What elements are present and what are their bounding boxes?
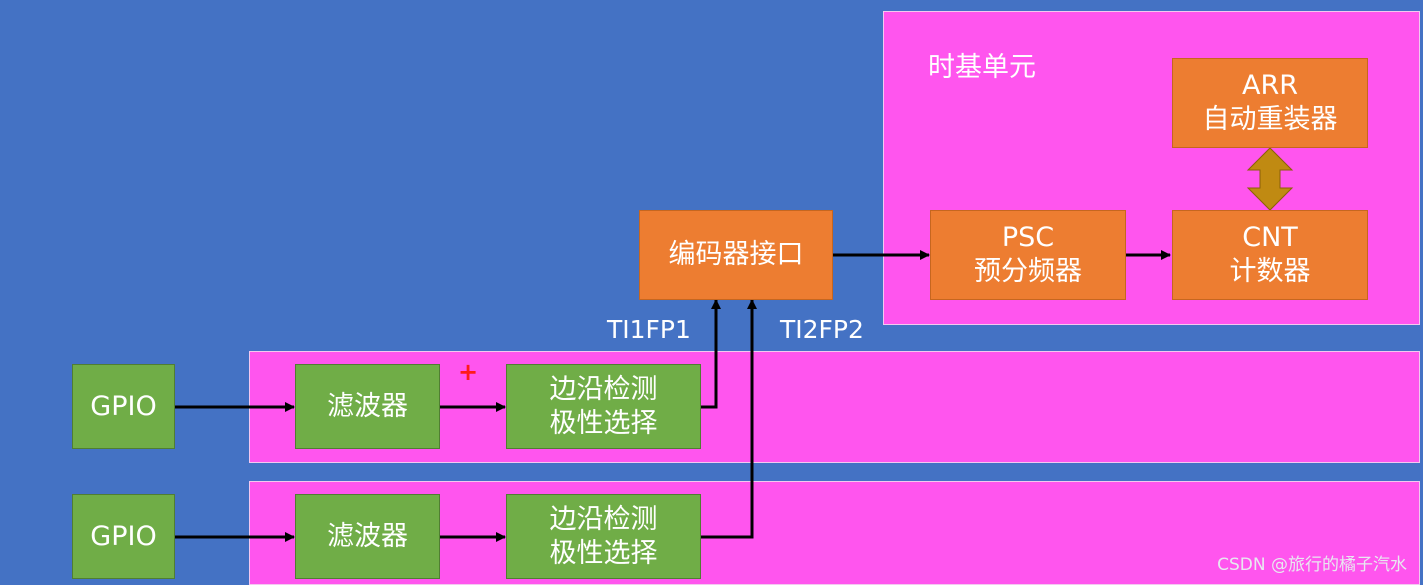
encoder-interface-block: 编码器接口 <box>639 210 833 300</box>
psc-label: PSC <box>1001 222 1055 253</box>
edge-detect1-line2: 极性选择 <box>549 407 658 439</box>
psc-block: PSC 预分频器 <box>930 210 1126 300</box>
arr-block: ARR 自动重装器 <box>1172 58 1368 148</box>
gpio1-label: GPIO <box>90 390 157 422</box>
cnt-label: CNT <box>1242 222 1298 253</box>
gpio2-label: GPIO <box>90 520 157 552</box>
double-arrow-arr-cnt <box>1246 147 1294 211</box>
edge-detect2-line2: 极性选择 <box>549 537 658 569</box>
arrow-ti1fp1 <box>701 299 721 409</box>
edge-detect1-line1: 边沿检测 <box>549 373 658 405</box>
edge-detect2-block: 边沿检测 极性选择 <box>506 494 701 579</box>
ti1fp1-label: TI1FP1 <box>607 315 691 344</box>
arrow-ti2fp2 <box>701 299 757 539</box>
cursor-cross-icon: + <box>458 358 479 386</box>
filter1-block: 滤波器 <box>295 364 440 449</box>
watermark: CSDN @旅行的橘子汽水 <box>1217 555 1407 575</box>
filter2-label: 滤波器 <box>327 520 408 552</box>
encoder-interface-label: 编码器接口 <box>668 239 804 270</box>
cnt-description: 计数器 <box>1229 256 1311 287</box>
ti2fp2-label: TI2FP2 <box>780 315 864 344</box>
psc-description: 预分频器 <box>974 256 1082 287</box>
filter1-label: 滤波器 <box>327 390 408 422</box>
time-base-title: 时基单元 <box>928 52 1036 83</box>
cnt-block: CNT 计数器 <box>1172 210 1368 300</box>
gpio1-block: GPIO <box>72 364 175 449</box>
arr-label: ARR <box>1242 70 1298 101</box>
edge-detect1-block: 边沿检测 极性选择 <box>506 364 701 449</box>
gpio2-block: GPIO <box>72 494 175 579</box>
edge-detect2-line1: 边沿检测 <box>549 503 658 535</box>
filter2-block: 滤波器 <box>295 494 440 579</box>
arr-description: 自动重装器 <box>1202 104 1338 135</box>
